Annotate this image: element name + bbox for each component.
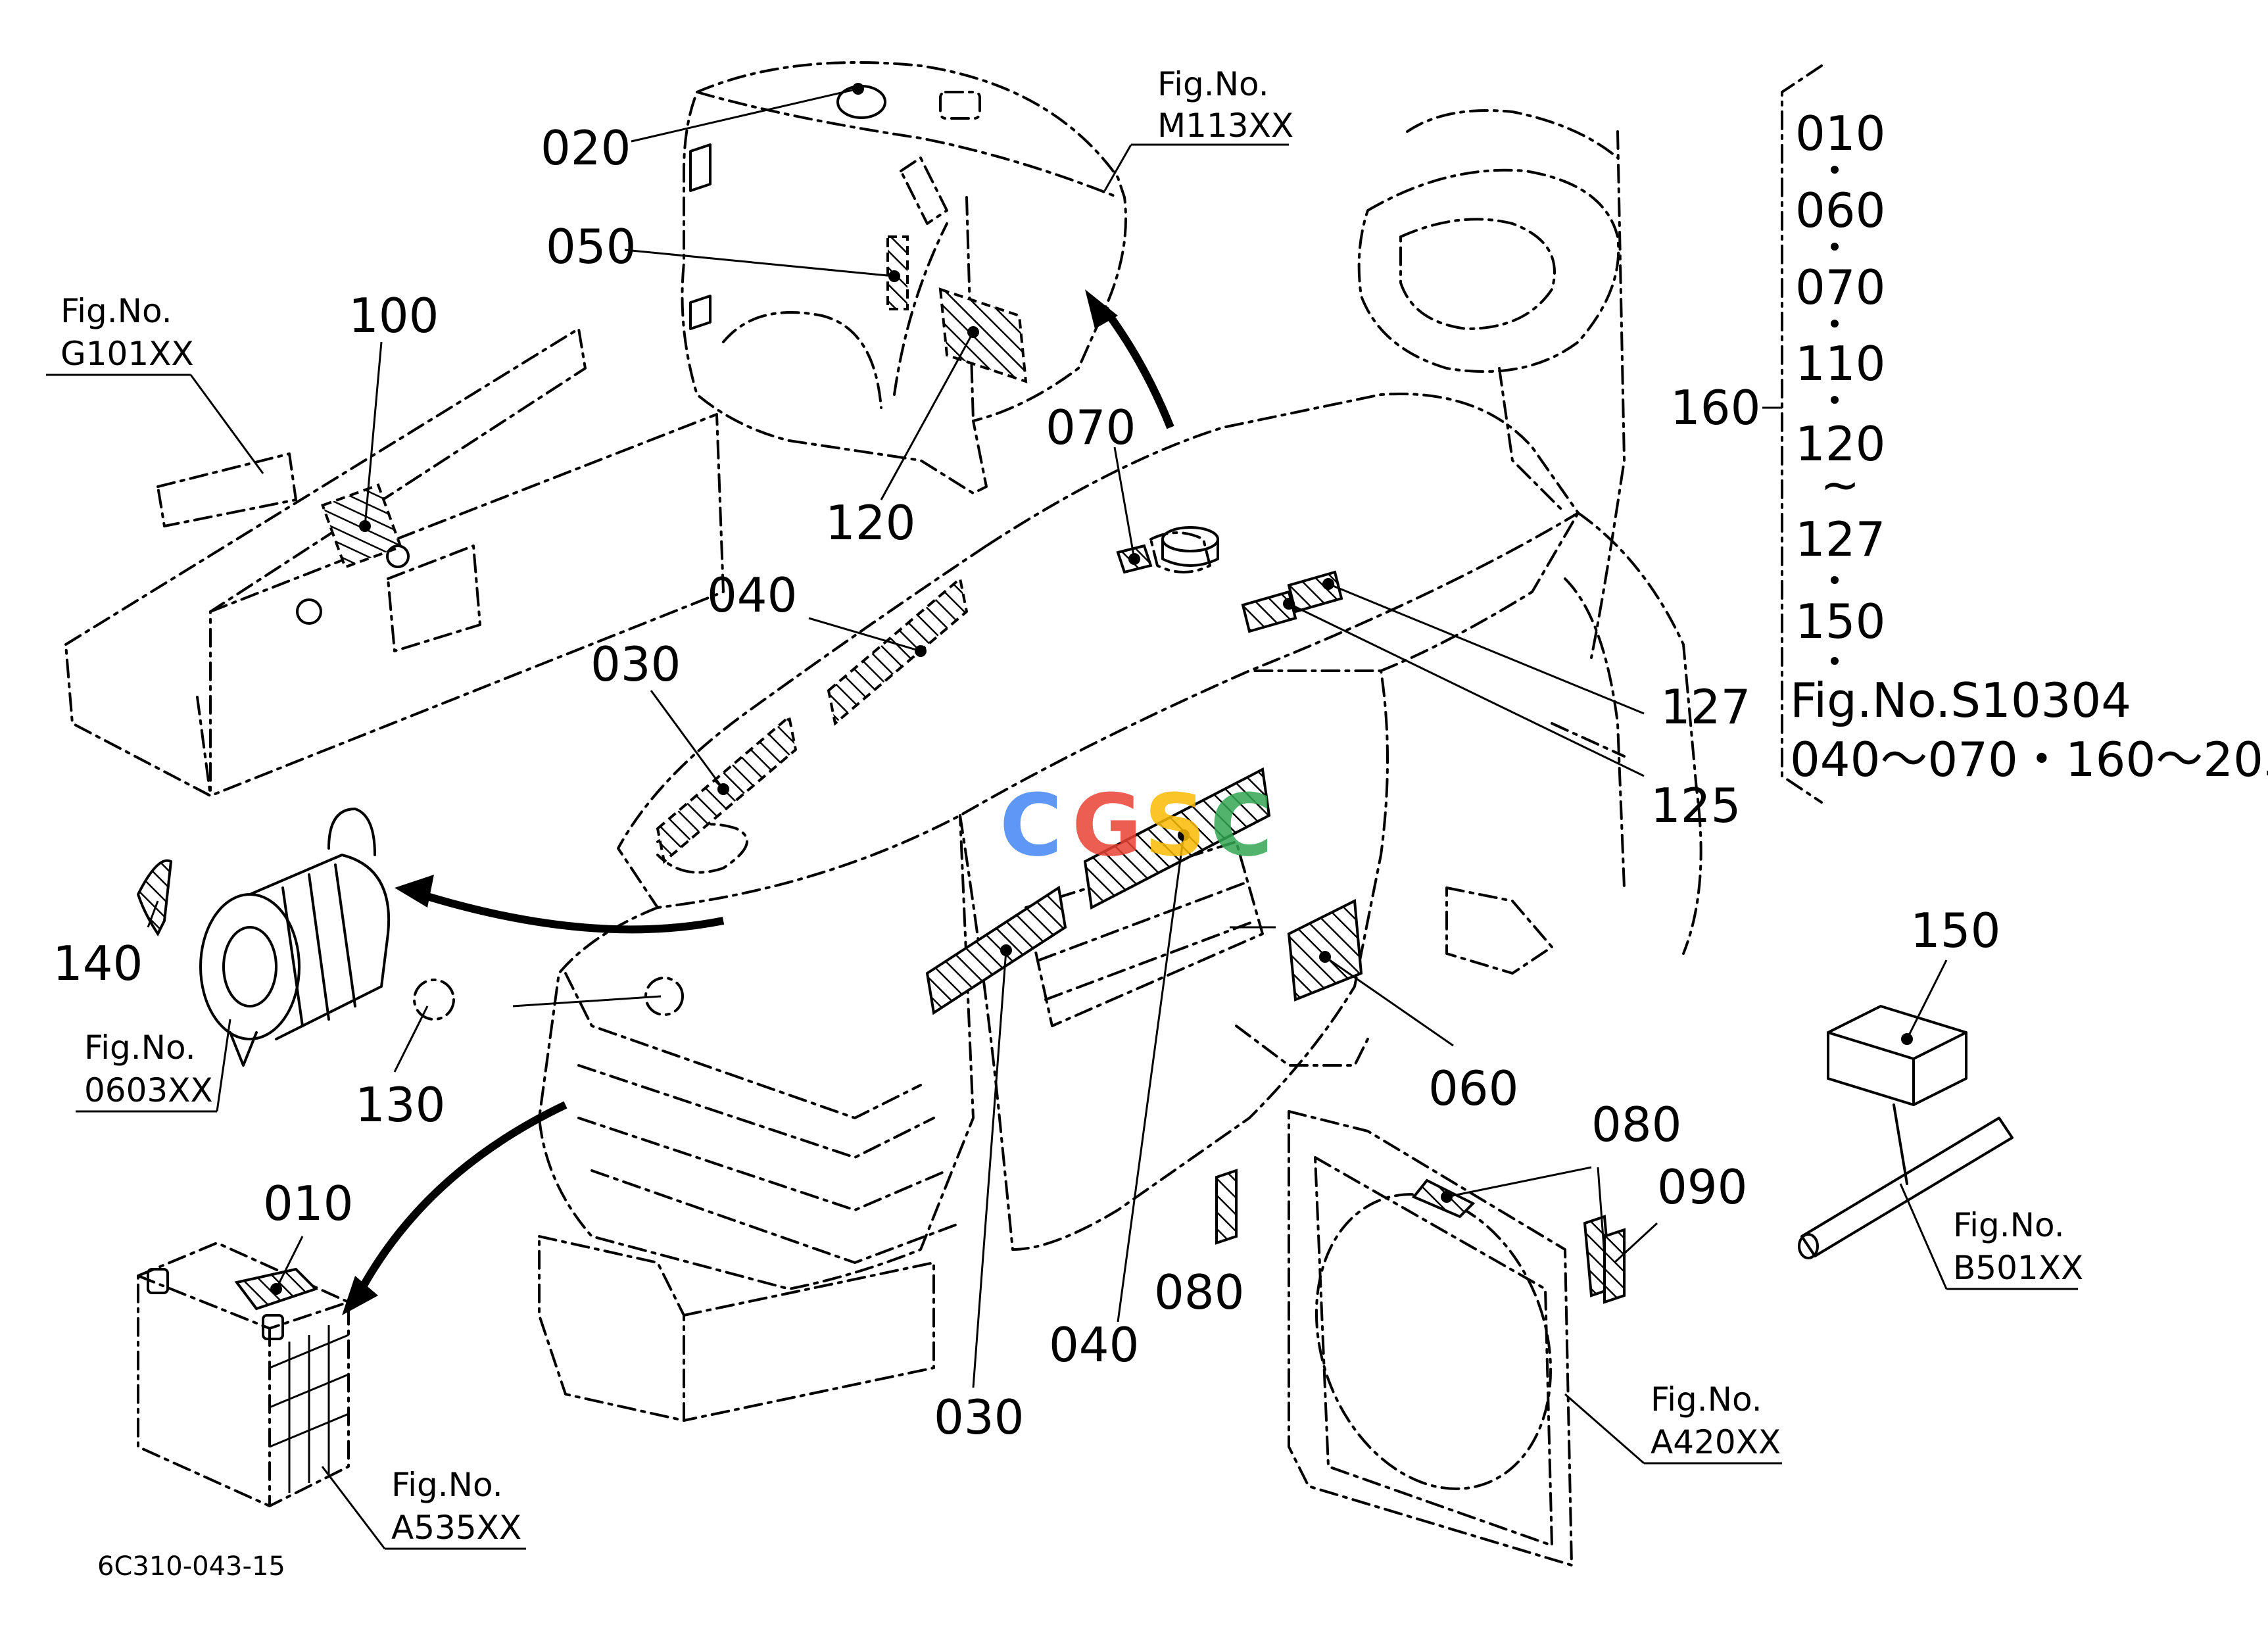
group-item-tilde: ~ [1820, 457, 1860, 512]
battery [137, 1242, 350, 1507]
callout-030-bottom: 030 [934, 1390, 1024, 1445]
steering-area [1235, 109, 1626, 1067]
leaders [46, 83, 2078, 1550]
callout-080-left: 080 [1154, 1265, 1244, 1320]
callout-010: 010 [263, 1176, 353, 1231]
fig-a420-label: Fig.No. [1651, 1380, 1762, 1419]
callout-125: 125 [1651, 778, 1741, 833]
fig-a535-label: Fig.No. [391, 1466, 503, 1504]
fig-g101-label: Fig.No. [60, 292, 172, 330]
callout-150: 150 [1910, 903, 2000, 958]
watermark: C G S C [1000, 775, 1272, 875]
drawing-code: 6C310-043-15 [97, 1551, 285, 1582]
fig-a420-code: A420XX [1651, 1423, 1781, 1461]
group-item-6: 127 [1795, 512, 1885, 567]
callout-160: 160 [1670, 380, 1760, 435]
callout-100: 100 [349, 288, 439, 343]
figure-references: Fig.No. M113XX Fig.No. G101XX Fig.No. 06… [60, 65, 2083, 1547]
air-cleaner [136, 808, 391, 1067]
callout-040-bottom: 040 [1049, 1317, 1139, 1372]
group-item-7: 150 [1795, 594, 1885, 649]
watermark-letter-1: C [1000, 775, 1062, 875]
callout-040-top: 040 [707, 568, 797, 623]
frame-rail [64, 328, 725, 797]
group-item-4: 110 [1795, 336, 1885, 391]
fig-g101-code: G101XX [60, 335, 194, 373]
fig-m113-code: M113XX [1157, 107, 1293, 145]
group-range-line: 040～070・160～205 [1790, 732, 2268, 787]
radiator-shroud [1288, 1110, 1626, 1566]
callout-060: 060 [1428, 1061, 1518, 1116]
callout-020: 020 [541, 120, 631, 176]
fig-b501-label: Fig.No. [1953, 1206, 2065, 1244]
callout-030-top: 030 [591, 637, 681, 692]
dash-panel [681, 61, 1127, 495]
group-160-list: 010 060 070 110 120 ~ 127 150 Fig.No.S10… [1790, 106, 2268, 787]
group-item-1: 010 [1795, 106, 1885, 161]
fig-a535-code: A535XX [391, 1509, 521, 1547]
group-bracket [1762, 64, 1823, 804]
callout-050: 050 [546, 219, 636, 274]
group-item-2: 060 [1795, 183, 1885, 238]
connector [1798, 1005, 2014, 1259]
fig-0603-label: Fig.No. [84, 1029, 196, 1067]
group-item-3: 070 [1795, 260, 1885, 315]
watermark-letter-2: G [1072, 775, 1142, 875]
callout-127: 127 [1660, 679, 1750, 735]
callout-080-right: 080 [1591, 1097, 1681, 1152]
callout-140: 140 [53, 936, 143, 991]
watermark-letter-3: S [1144, 775, 1206, 875]
callout-labels: 020 050 120 070 040 030 100 140 130 010 … [53, 120, 2000, 1445]
watermark-letter-4: C [1210, 775, 1272, 875]
callout-090: 090 [1657, 1159, 1747, 1215]
fig-0603-code: 0603XX [84, 1071, 213, 1109]
fig-m113-label: Fig.No. [1157, 65, 1269, 103]
arrows [342, 289, 1174, 1315]
callout-130: 130 [355, 1077, 445, 1132]
hood-assembly [538, 393, 1702, 1422]
callout-120: 120 [825, 495, 915, 550]
fig-b501-code: B501XX [1953, 1249, 2083, 1287]
group-item-5: 120 [1795, 416, 1885, 472]
callout-070: 070 [1046, 400, 1136, 455]
group-ref-line: Fig.No.S10304 [1790, 673, 2131, 728]
